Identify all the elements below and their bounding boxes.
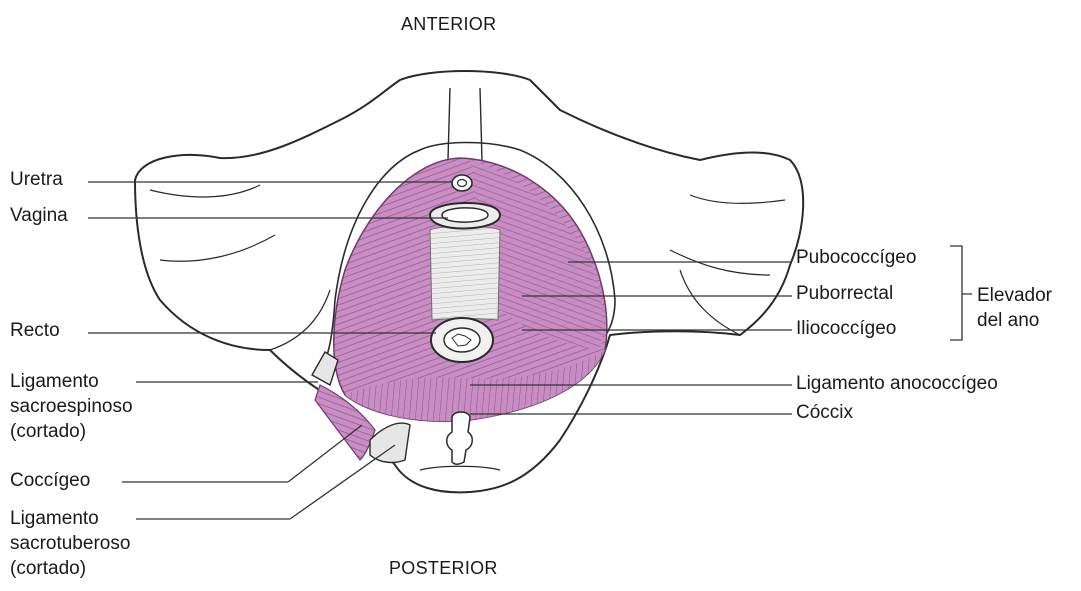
label-uretra: Uretra [10,169,63,191]
label-sacrotuberoso-line-3: (cortado) [10,556,130,581]
label-sacroespinoso-line-2: sacroespinoso [10,394,133,419]
label-vagina: Vagina [10,205,68,227]
label-puborrectal: Puborrectal [796,283,893,305]
label-elevador-line-2: del ano [977,308,1052,333]
urethra-opening [452,175,472,191]
orientation-posterior: POSTERIOR [389,557,498,579]
leader-coccigeo-b [288,425,362,482]
label-coccix: Cóccix [796,402,853,424]
label-sacroespinoso-line-3: (cortado) [10,419,133,444]
label-sacrotuberoso-line-1: Ligamento [10,506,130,531]
elevador-bracket [950,246,972,340]
leader-sacrotuberoso-b [290,445,395,519]
label-sacroespinoso-line-1: Ligamento [10,369,133,394]
label-ligamento-anococcigeo: Ligamento anococcígeo [796,373,998,395]
vagina-opening [430,203,500,229]
label-ligamento-sacrotuberoso: Ligamento sacrotuberoso (cortado) [10,506,130,581]
rectum-opening [431,318,493,362]
label-iliococcigeo: Iliococcígeo [796,318,896,340]
label-sacrotuberoso-line-2: sacrotuberoso [10,531,130,556]
label-coccigeo: Coccígeo [10,470,90,492]
label-pubococcigeo: Pubococcígeo [796,247,916,269]
orientation-anterior: ANTERIOR [401,13,496,35]
label-elevador-line-1: Elevador [977,283,1052,308]
central-tendon [430,226,500,320]
label-elevador-del-ano: Elevador del ano [977,283,1052,333]
label-ligamento-sacroespinoso: Ligamento sacroespinoso (cortado) [10,369,133,444]
label-recto: Recto [10,320,60,342]
